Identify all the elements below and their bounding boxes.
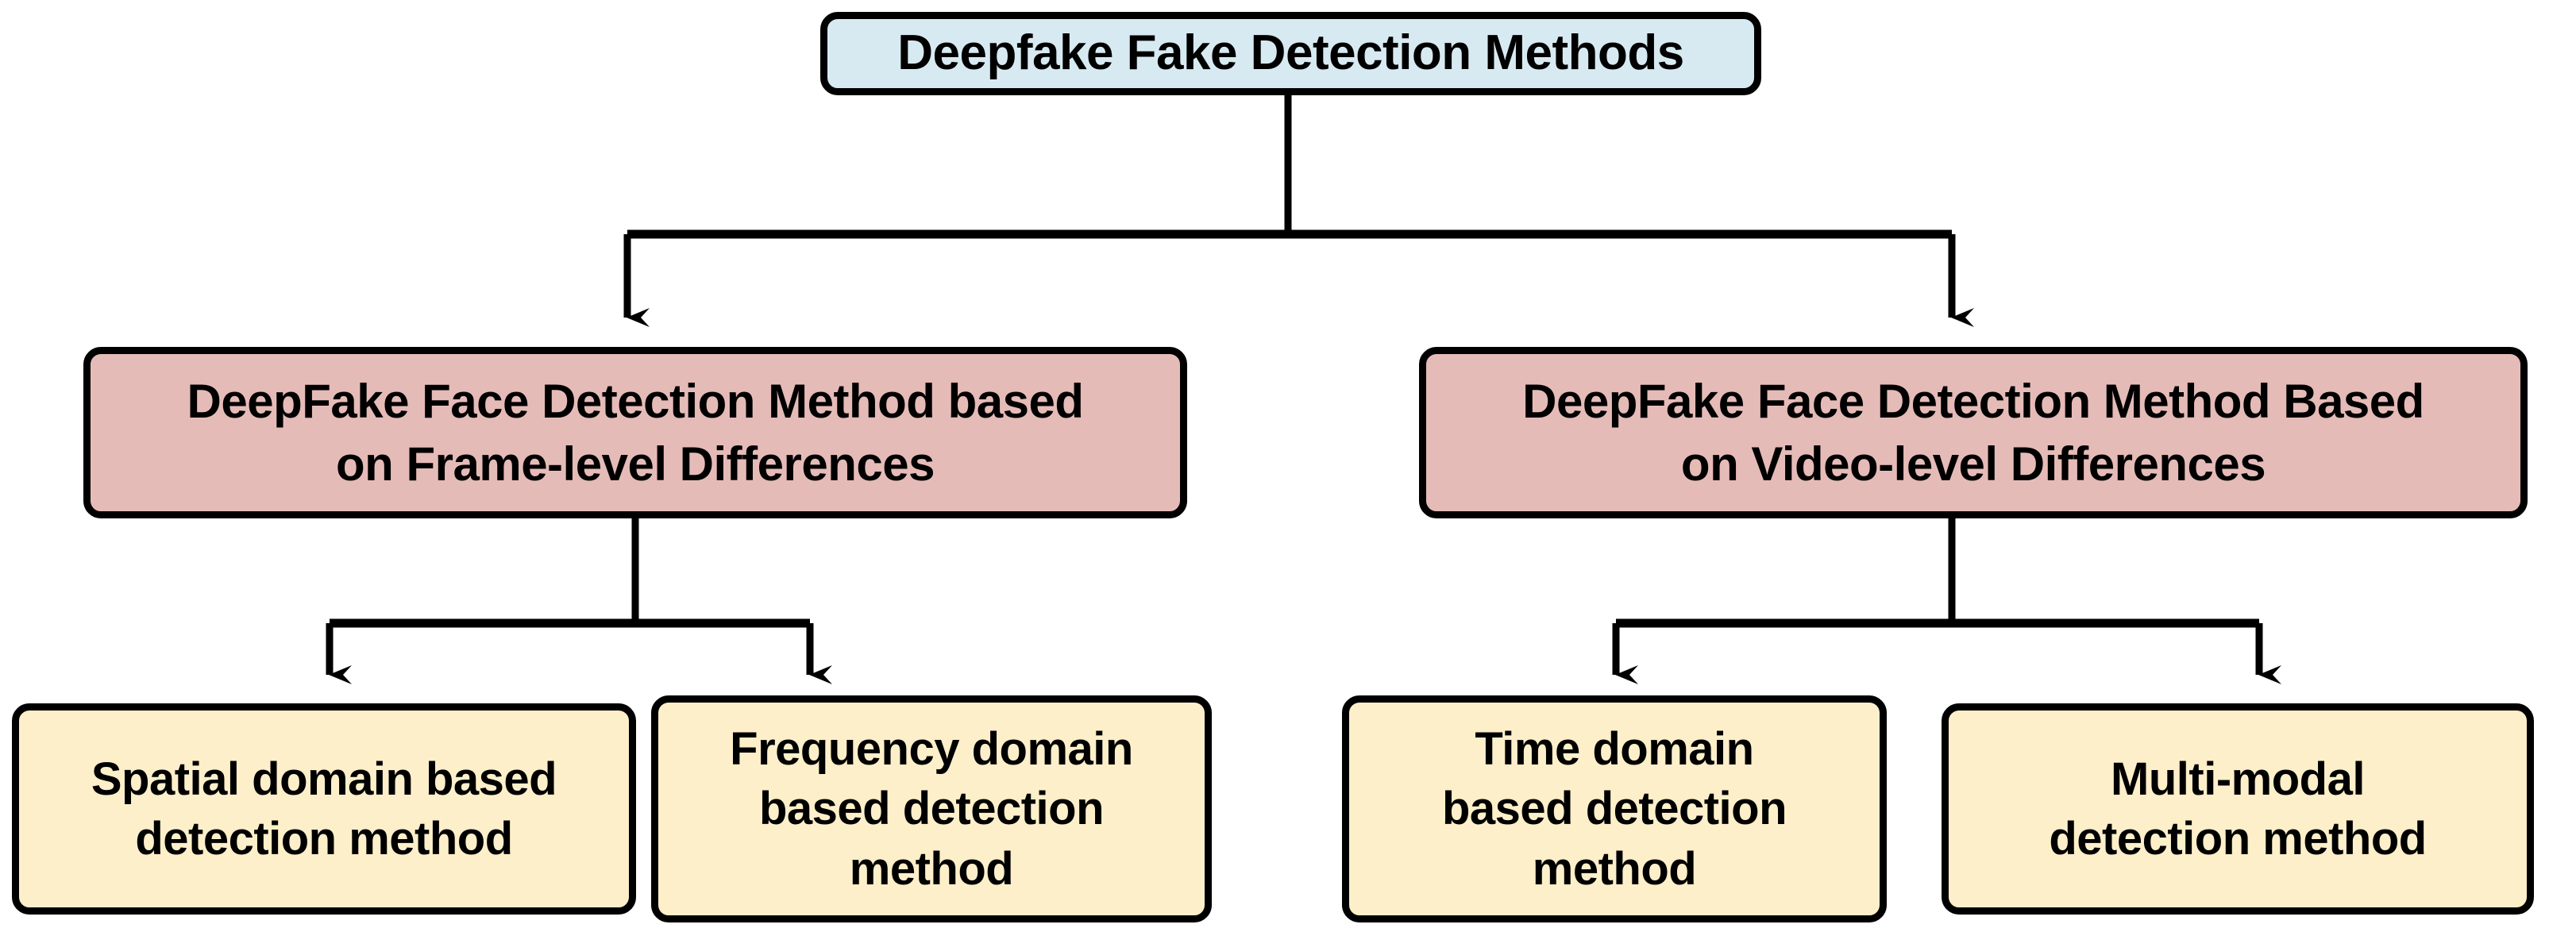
node-leaf-time-domain-label: Time domain based detection method [1441, 722, 1787, 895]
node-root-label: Deepfake Fake Detection Methods [897, 25, 1684, 81]
node-root-deepfake-fake-detection-methods[interactable]: Deepfake Fake Detection Methods [820, 12, 1761, 95]
node-branch-frame-level-label: DeepFake Face Detection Method based on … [187, 374, 1084, 491]
node-leaf-time-domain-detection-method[interactable]: Time domain based detection method [1342, 695, 1887, 922]
node-leaf-spatial-domain-label: Spatial domain based detection method [91, 753, 557, 865]
node-leaf-multi-modal-label: Multi-modal detection method [2049, 753, 2427, 865]
node-branch-video-level-label: DeepFake Face Detection Method Based on … [1522, 374, 2424, 491]
node-leaf-spatial-domain-detection-method[interactable]: Spatial domain based detection method [12, 703, 636, 915]
node-branch-frame-level-differences[interactable]: DeepFake Face Detection Method based on … [83, 347, 1187, 518]
node-leaf-frequency-domain-label: Frequency domain based detection method [730, 722, 1133, 895]
node-leaf-multi-modal-detection-method[interactable]: Multi-modal detection method [1942, 703, 2534, 915]
node-branch-video-level-differences[interactable]: DeepFake Face Detection Method Based on … [1419, 347, 2528, 518]
node-leaf-frequency-domain-detection-method[interactable]: Frequency domain based detection method [651, 695, 1212, 922]
